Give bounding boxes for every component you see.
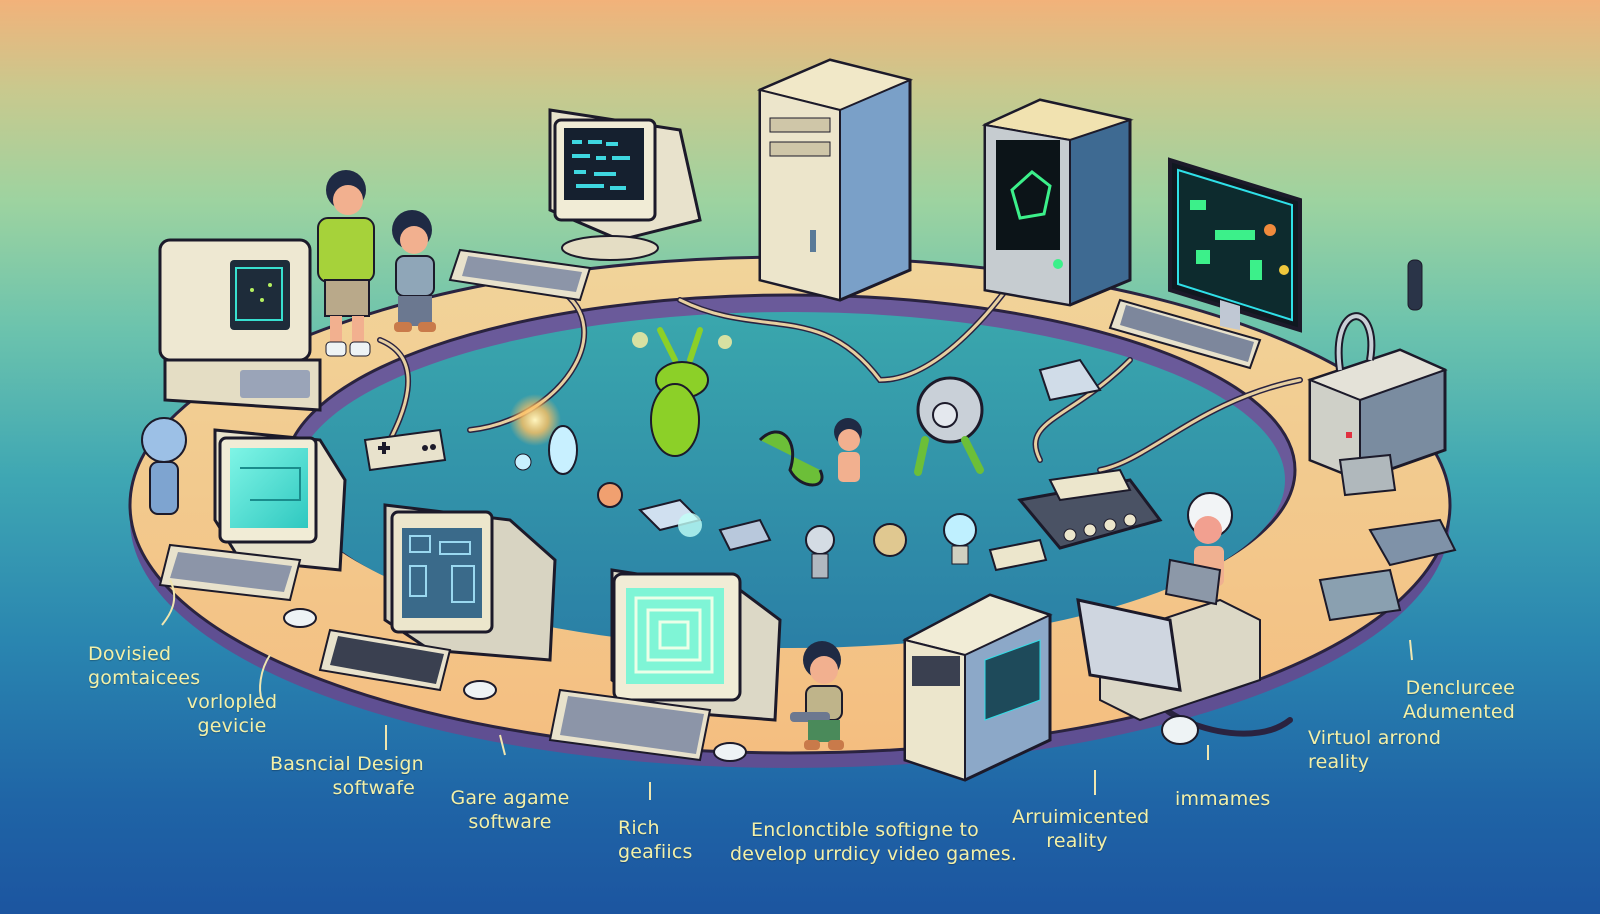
- gamepad: [363, 428, 447, 472]
- label-line: Enclonctible softigne to: [751, 819, 979, 841]
- label-line: reality: [1046, 830, 1108, 852]
- label-line: develop urrdicy video games.: [730, 843, 1018, 865]
- label-line: Rich: [618, 817, 660, 839]
- label-line: Arruimicented: [1012, 806, 1150, 828]
- kid-green-shirt: [317, 170, 375, 357]
- toy-tank: [988, 468, 1163, 572]
- label-arruimicented-reality: Arruimicented reality: [1012, 805, 1150, 853]
- label-gare-agame: Gare agame software: [450, 786, 570, 834]
- label-vorlopled-gevicie: vorlopled gevicie: [162, 690, 302, 738]
- kid-on-laptop: [1076, 492, 1261, 722]
- crt-monitor-mid-left: [158, 428, 347, 628]
- label-devised-gomtaicees: Dovisied gomtaicees: [88, 642, 200, 690]
- kid-front-controller: [790, 641, 844, 750]
- label-immames: immames: [1175, 787, 1270, 811]
- label-line: Dovisied: [88, 643, 172, 665]
- label-line: immames: [1175, 788, 1271, 810]
- label-line: geafiics: [618, 841, 693, 863]
- crt-monitor-top: [548, 108, 702, 261]
- green-screen-pc: [981, 98, 1134, 307]
- crt-monitor-maze: [548, 568, 782, 762]
- kid-with-controller: [392, 210, 436, 332]
- tower-pc-front: [902, 593, 1053, 782]
- label-denclurcee-adumented: Denclurcee Adumented: [1390, 676, 1515, 724]
- callout-lines: [161, 579, 1413, 800]
- widescreen-monitor: [1168, 157, 1302, 333]
- retro-computer-top-left: [158, 238, 322, 412]
- mouse-device: [1161, 715, 1199, 745]
- label-line: gevicie: [197, 715, 267, 737]
- label-line: Denclurcee: [1405, 677, 1515, 699]
- label-virtuol-arrond-reality: Virtuol arrond reality: [1308, 726, 1441, 774]
- label-line: vorlopled: [186, 691, 278, 713]
- keyboard-right: [1108, 298, 1262, 370]
- label-line: software: [468, 811, 552, 833]
- tower-pc-top: [756, 58, 914, 302]
- label-line: softwafe: [332, 777, 415, 799]
- label-line: reality: [1308, 751, 1370, 773]
- label-rich-geafiics: Rich geafiics: [618, 816, 693, 864]
- server-box: [1307, 259, 1448, 482]
- keyboard-top: [448, 248, 592, 302]
- label-basncial-design: Basncial Design softwafe: [270, 752, 424, 800]
- label-line: Basncial Design: [270, 753, 424, 775]
- crt-monitor-design: [318, 503, 557, 700]
- label-line: Adumented: [1402, 701, 1515, 723]
- label-line: Gare agame: [450, 787, 570, 809]
- label-enclonctible: Enclonctible softigne to develop urrdicy…: [730, 818, 1018, 866]
- game-creatures: [509, 327, 1102, 579]
- label-line: Virtuol arrond: [1308, 727, 1442, 749]
- label-line: gomtaicees: [88, 667, 201, 689]
- astronaut-robot: [141, 417, 187, 515]
- gadget-devices: [1318, 453, 1457, 622]
